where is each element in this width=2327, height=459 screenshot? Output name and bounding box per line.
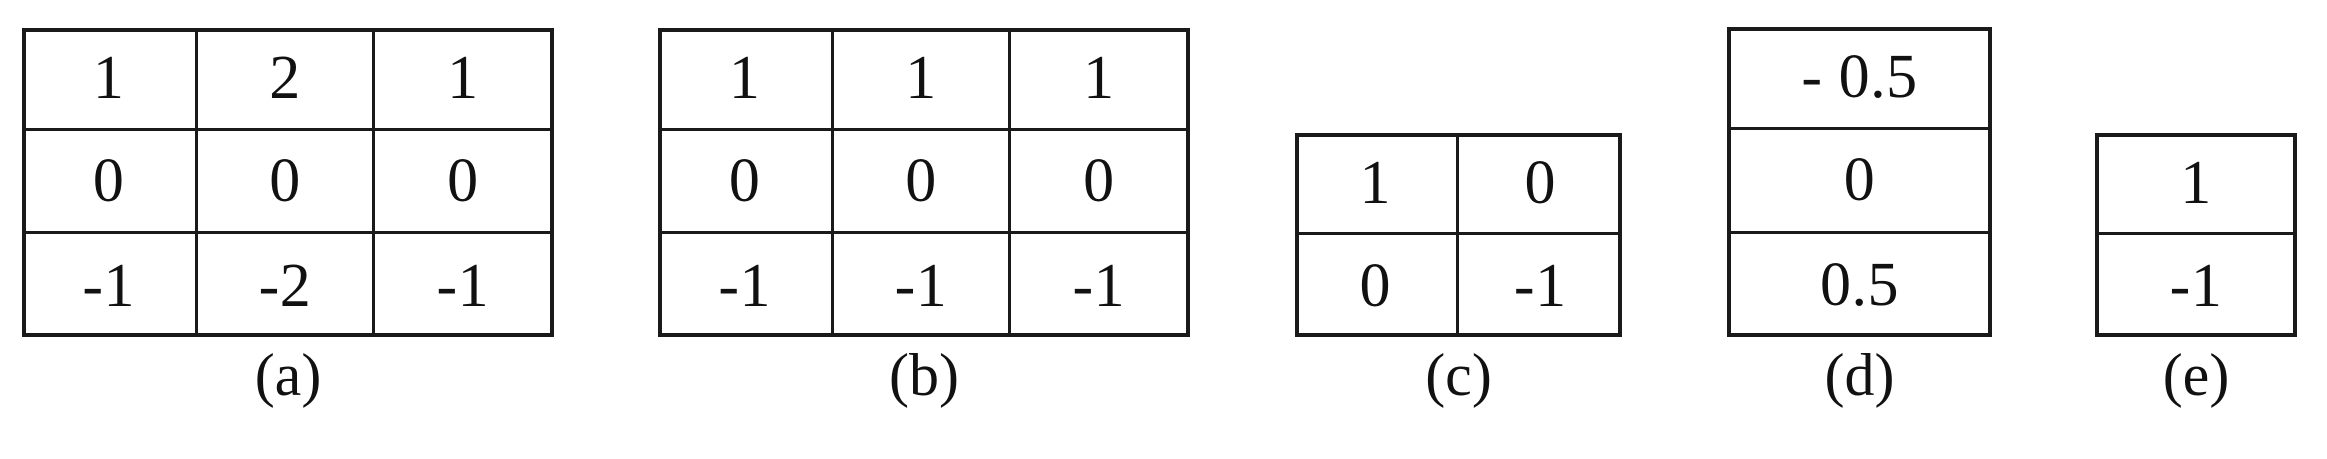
panel-caption-c: (c) [1425,342,1492,408]
matrix-cell: 0 [1010,131,1187,234]
matrix-row: -1 -2 -1 [22,234,554,337]
matrix-row: 1 [2095,133,2297,235]
kernel-matrix-d: - 0.5 0 0.5 [1727,27,1992,337]
kernel-matrix-c: 1 0 0 -1 [1295,133,1622,337]
matrix-row: 1 0 [1295,133,1622,235]
matrix-cell: 1 [834,28,1011,131]
matrix-cell: -1 [374,234,551,337]
matrix-row: -1 [2095,235,2297,337]
matrix-cell: 0.5 [1727,233,1992,337]
matrix-row: 0 [1727,130,1992,234]
panel-caption-e: (e) [2162,342,2230,408]
matrix-row: -1 -1 -1 [658,234,1190,337]
matrix-row: 0.5 [1727,233,1992,337]
matrix-cell: 1 [658,28,835,131]
matrix-row: 0 -1 [1295,235,1622,337]
matrix-cell: 1 [374,28,551,131]
matrix-cell: 0 [22,131,199,234]
kernel-matrix-e: 1 -1 [2095,133,2297,337]
panel-caption-a: (a) [254,342,322,408]
matrix-cell: 0 [1727,130,1992,234]
matrix-row: 0 0 0 [22,131,554,234]
matrix-cell: 0 [658,131,835,234]
kernel-matrix-b: 1 1 1 0 0 0 -1 -1 -1 [658,28,1190,337]
matrix-cell: 1 [1295,133,1459,235]
matrix-cell: -2 [198,234,375,337]
matrix-cell: 0 [1295,235,1459,337]
matrix-cell: 1 [1010,28,1187,131]
matrix-cell: 1 [2095,133,2297,235]
matrix-cell: -1 [834,234,1011,337]
matrix-row: 1 1 1 [658,28,1190,131]
panel-caption-b: (b) [889,342,959,408]
matrix-cell: -1 [658,234,835,337]
matrix-cell: 0 [1458,133,1622,235]
matrix-cell: -1 [1458,235,1622,337]
matrix-cell: 1 [22,28,199,131]
matrix-cell: - 0.5 [1727,27,1992,131]
panel-caption-d: (d) [1824,342,1895,408]
matrix-cell: 2 [198,28,375,131]
matrix-row: 1 2 1 [22,28,554,131]
matrix-cell: 0 [374,131,551,234]
matrix-cell: 0 [834,131,1011,234]
matrix-cell: -1 [22,234,199,337]
matrix-row: 0 0 0 [658,131,1190,234]
matrix-row: - 0.5 [1727,27,1992,131]
matrix-cell: -1 [2095,235,2297,337]
kernel-matrix-a: 1 2 1 0 0 0 -1 -2 -1 [22,28,554,337]
matrix-cell: -1 [1010,234,1187,337]
matrix-cell: 0 [198,131,375,234]
